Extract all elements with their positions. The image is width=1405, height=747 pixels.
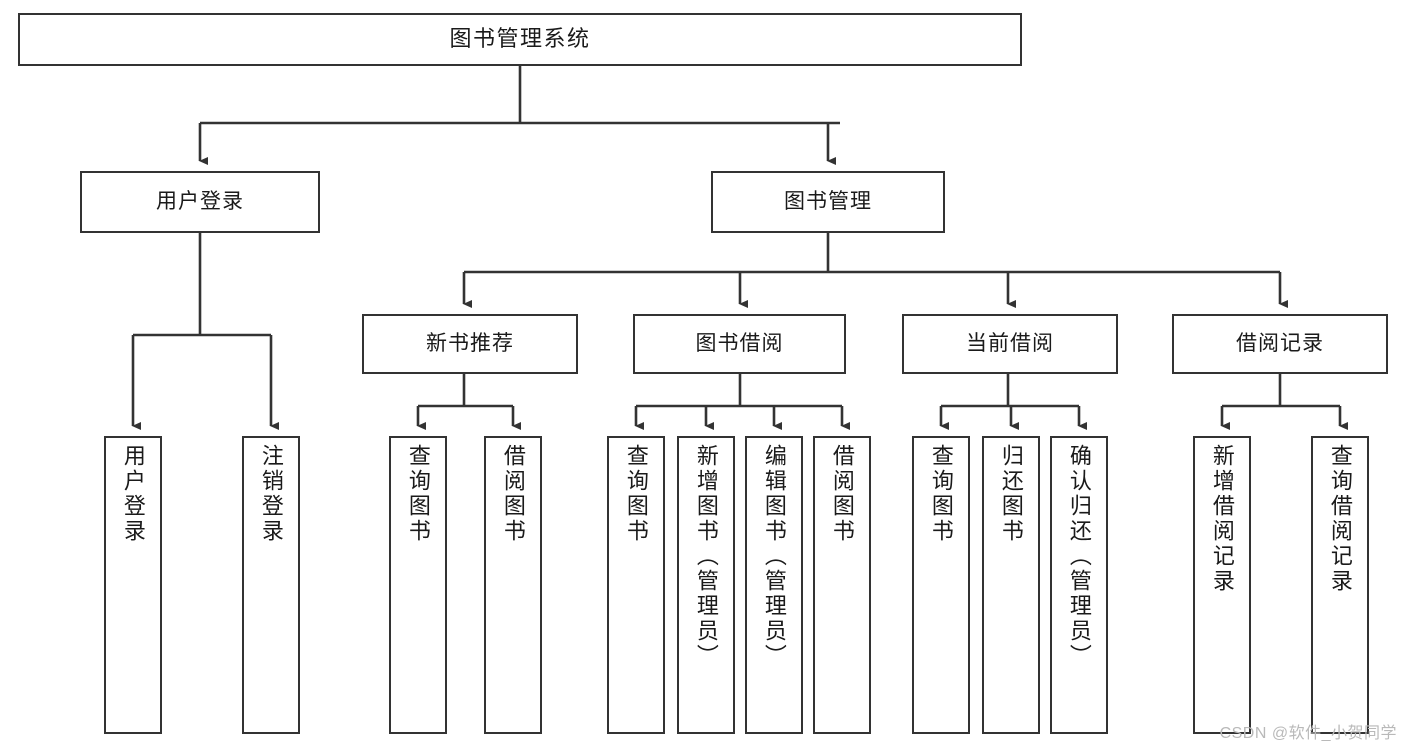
leaf-edit-book[interactable]: 编辑图书（管理员） (745, 436, 803, 734)
leaf-user-login[interactable]: 用户登录 (104, 436, 162, 734)
node-label: 查询图书 (623, 444, 649, 544)
node-user-login[interactable]: 用户登录 (80, 171, 320, 233)
node-borrow-record[interactable]: 借阅记录 (1172, 314, 1388, 374)
node-label: 查询借阅记录 (1327, 444, 1353, 594)
leaf-query-book-1[interactable]: 查询图书 (389, 436, 447, 734)
node-label: 用户登录 (120, 444, 146, 544)
node-label: 新增图书（管理员） (693, 444, 719, 669)
node-current-borrow[interactable]: 当前借阅 (902, 314, 1118, 374)
node-label: 新书推荐 (426, 332, 514, 356)
node-label: 确认归还（管理员） (1066, 444, 1092, 669)
node-label: 注销登录 (258, 444, 284, 544)
leaf-query-book-2[interactable]: 查询图书 (607, 436, 665, 734)
node-book-borrow[interactable]: 图书借阅 (633, 314, 846, 374)
leaf-logout[interactable]: 注销登录 (242, 436, 300, 734)
node-label: 借阅图书 (500, 444, 526, 544)
node-label: 借阅图书 (829, 444, 855, 544)
node-label: 用户登录 (156, 190, 244, 214)
node-label: 查询图书 (405, 444, 431, 544)
node-label: 编辑图书（管理员） (761, 444, 787, 669)
leaf-confirm-return[interactable]: 确认归还（管理员） (1050, 436, 1108, 734)
node-label: 当前借阅 (966, 332, 1054, 356)
node-label: 借阅记录 (1236, 332, 1324, 356)
node-label: 新增借阅记录 (1209, 444, 1235, 594)
leaf-query-record[interactable]: 查询借阅记录 (1311, 436, 1369, 734)
node-book-management-system[interactable]: 图书管理系统 (18, 13, 1022, 66)
node-label: 图书借阅 (695, 332, 784, 356)
node-label: 归还图书 (998, 444, 1024, 544)
leaf-query-book-3[interactable]: 查询图书 (912, 436, 970, 734)
node-new-book-rec[interactable]: 新书推荐 (362, 314, 578, 374)
node-label: 图书管理系统 (449, 26, 591, 52)
leaf-borrow-book-2[interactable]: 借阅图书 (813, 436, 871, 734)
leaf-add-book[interactable]: 新增图书（管理员） (677, 436, 735, 734)
node-label: 图书管理 (784, 190, 872, 214)
node-book-manage[interactable]: 图书管理 (711, 171, 945, 233)
watermark: CSDN @软件_小贺同学 (1219, 725, 1397, 742)
node-label: 查询图书 (928, 444, 954, 544)
leaf-return-book[interactable]: 归还图书 (982, 436, 1040, 734)
leaf-add-record[interactable]: 新增借阅记录 (1193, 436, 1251, 734)
leaf-borrow-book-1[interactable]: 借阅图书 (484, 436, 542, 734)
